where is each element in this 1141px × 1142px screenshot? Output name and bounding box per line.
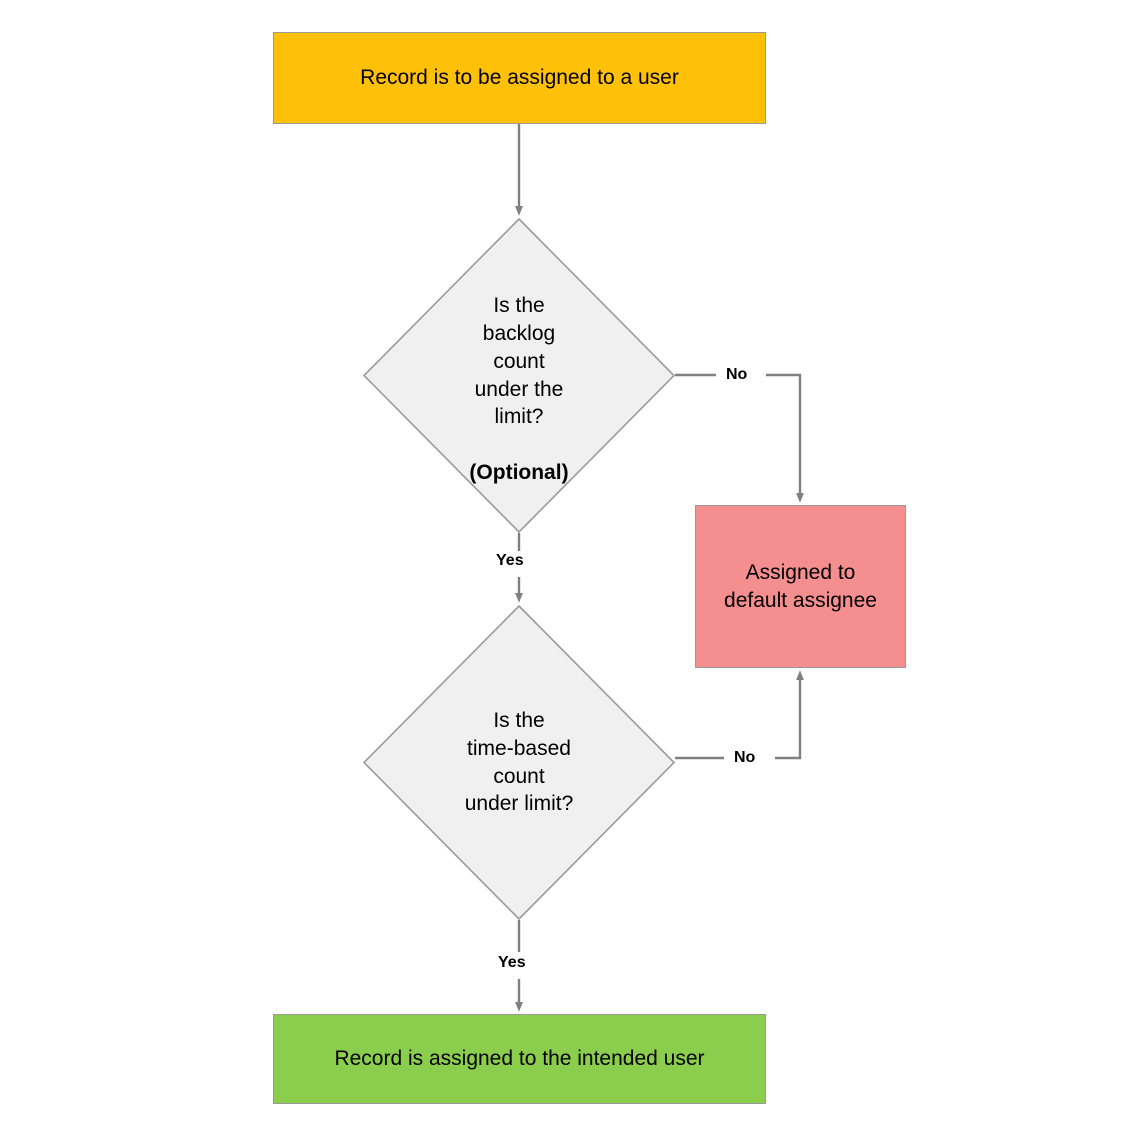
node-backlog-check-label: Is the backlog count under the limit? (O… (363, 218, 675, 533)
node-default-assignee-label: Assigned to default assignee (724, 560, 877, 612)
node-end-label: Record is assigned to the intended user (334, 1047, 705, 1071)
node-time-based-count-decision[interactable]: Is the time-based count under limit? (363, 605, 675, 920)
node-assigned-to-default-assignee[interactable]: Assigned to default assignee (695, 505, 906, 668)
edge-backlog-no (675, 373, 804, 503)
node-record-assigned-to-intended-user[interactable]: Record is assigned to the intended user (273, 1014, 766, 1104)
node-backlog-check-optional-tag: (Optional) (469, 461, 569, 485)
edge-label-time-no: No (734, 749, 756, 766)
edge-time-no (675, 670, 804, 760)
node-start-label: Record is to be assigned to a user (360, 66, 679, 90)
edge-label-time-yes: Yes (498, 954, 526, 971)
node-time-check-label: Is the time-based count under limit? (363, 605, 675, 920)
node-backlog-check-question: Is the backlog count under the limit? (474, 293, 564, 429)
diamond-shape (363, 605, 675, 920)
edge-label-backlog-no: No (726, 366, 748, 383)
edge-label-backlog-yes: Yes (496, 552, 524, 569)
node-record-to-be-assigned[interactable]: Record is to be assigned to a user (273, 32, 766, 124)
node-time-check-question: Is the time-based count under limit? (464, 708, 574, 816)
diamond-shape (363, 218, 675, 533)
node-backlog-count-decision[interactable]: Is the backlog count under the limit? (O… (363, 218, 675, 533)
